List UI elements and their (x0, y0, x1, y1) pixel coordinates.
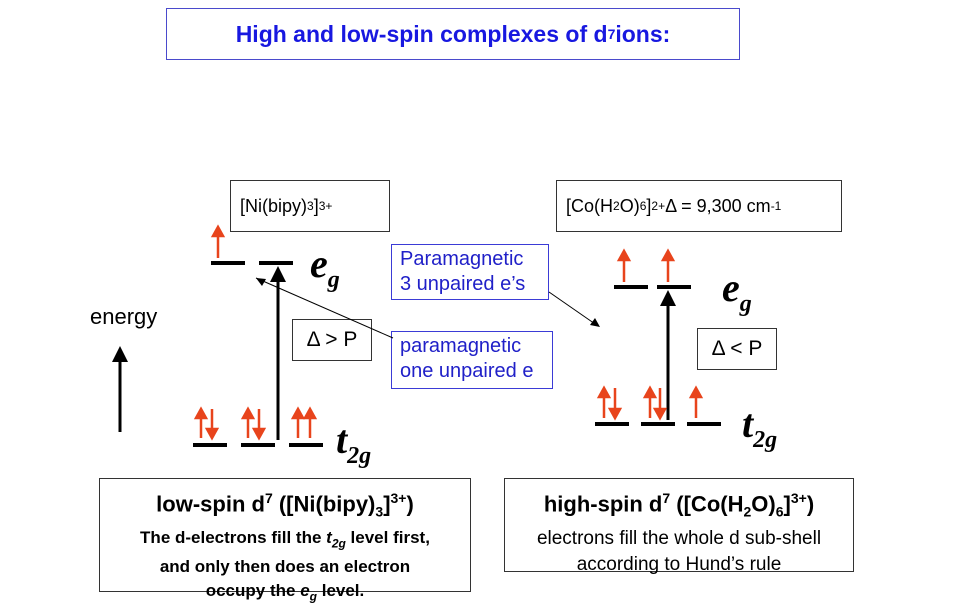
eg-label-right-main: e (722, 265, 740, 310)
right-complex-delta: Δ = 9,300 cm (665, 195, 771, 216)
low-spin-electrons (193, 224, 318, 441)
delta-high-box: Δ < P (697, 328, 777, 370)
low-head-sup2: 3+ (390, 490, 407, 506)
delta-low-text: Δ > P (306, 328, 358, 351)
left-complex-pre: [Ni(bipy) (240, 195, 308, 216)
pointer-high-spin (548, 291, 600, 327)
paramagnetic-low-line2: one unpaired e (400, 360, 534, 382)
high-head-post: ] (783, 491, 791, 517)
high-head-sup: 7 (662, 490, 671, 506)
low-spin-splitting-arrow (270, 266, 286, 440)
low-line3-post: level. (317, 581, 365, 601)
right-complex-sub2: 6 (639, 199, 647, 213)
t2g-label-left-main: t (336, 417, 348, 462)
low-line3-isub: g (309, 589, 317, 604)
title-sup: 7 (607, 26, 616, 42)
low-spin-summary-box: low-spin d7 ([Ni(bipy)3]3+) The d-electr… (99, 478, 471, 604)
eg-label-left-main: e (310, 241, 328, 286)
high-head-mid: ([Co(H (670, 491, 744, 517)
low-head-end: ) (406, 491, 414, 517)
high-head-mid2: O) (751, 491, 776, 517)
right-complex-sub1: 2 (613, 199, 620, 213)
paramagnetic-low-box: paramagnetic one unpaired e (391, 331, 553, 389)
t2g-label-left-sub: 2g (347, 443, 372, 469)
low-line1-isub: 2g (331, 536, 346, 551)
low-spin-summary-line2: and only then does an electron (159, 557, 411, 577)
left-complex-post: ] (313, 195, 319, 216)
electron-up-icon (210, 224, 226, 258)
paramagnetic-high-line2: 3 unpaired e’s (400, 273, 526, 295)
low-line1-post: level first, (345, 527, 430, 547)
paramagnetic-high-line1: Paramagnetic (400, 248, 524, 270)
right-complex-sup: 2+ (651, 199, 666, 213)
electron-up-icon (193, 406, 209, 438)
electron-up-icon (660, 248, 676, 282)
low-spin-summary-line1: The d-electrons fill the t2g level first… (100, 526, 470, 555)
left-complex-sup: 3+ (318, 199, 333, 213)
electron-up-icon (290, 406, 306, 438)
paramagnetic-high-box: Paramagnetic 3 unpaired e’s (391, 244, 549, 300)
high-spin-summary-heading: high-spin d7 ([Co(H2O)6]3+) (505, 485, 853, 526)
paramagnetic-low-line1: paramagnetic (400, 335, 522, 357)
right-complex-post: ] (646, 195, 652, 216)
high-head-sup2: 3+ (790, 490, 807, 506)
low-line3-pre: occupy the (205, 581, 301, 601)
energy-arrow (112, 346, 128, 432)
left-complex-sub: 3 (307, 199, 314, 213)
high-spin-summary-line2: according to Hund’s rule (576, 553, 782, 575)
high-spin-summary-box: high-spin d7 ([Co(H2O)6]3+) electrons fi… (504, 478, 854, 575)
low-spin-summary-heading: low-spin d7 ([Ni(bipy)3]3+) (100, 485, 470, 526)
low-head-pre: low-spin d (156, 491, 265, 517)
high-spin-summary-line1: electrons fill the whole d sub-shell (536, 527, 822, 549)
eg-label-left: eg (310, 240, 340, 293)
low-head-sup: 7 (264, 490, 273, 506)
low-spin-summary-line3: occupy the eg level. (100, 579, 470, 608)
low-line1-pre: The d-electrons fill the (140, 527, 327, 547)
high-head-sub1: 2 (743, 503, 752, 520)
high-spin-splitting-arrow (660, 290, 676, 420)
electron-up-icon (616, 248, 632, 282)
high-head-sub2: 6 (775, 503, 784, 520)
low-head-mid: ([Ni(bipy) (272, 491, 376, 517)
electron-up-icon (688, 385, 704, 418)
left-complex-box: [Ni(bipy)3]3+ (230, 180, 390, 232)
electron-up-icon (302, 406, 318, 438)
low-head-post: ] (383, 491, 391, 517)
low-line3-i: e (300, 581, 310, 601)
high-spin-electrons (596, 248, 704, 421)
electron-down-icon (251, 409, 267, 441)
electron-down-icon (204, 409, 220, 441)
right-complex-mid: O) (619, 195, 640, 216)
high-head-end: ) (806, 491, 815, 517)
low-line1-i: t (326, 527, 332, 547)
pointer-low-spin (255, 277, 394, 339)
electron-up-icon (596, 385, 612, 418)
right-complex-delta-sup: -1 (770, 199, 782, 213)
electron-down-icon (652, 388, 668, 421)
title-text: High and low-spin complexes of d (235, 20, 608, 47)
electron-down-icon (607, 388, 623, 421)
low-head-sub: 3 (375, 503, 384, 520)
eg-label-left-sub: g (327, 267, 340, 293)
right-complex-pre: [Co(H (566, 195, 614, 216)
delta-high-text: Δ < P (711, 337, 763, 360)
eg-label-right-sub: g (739, 291, 752, 317)
electron-up-icon (240, 406, 256, 438)
title-tail: ions: (615, 20, 671, 47)
electron-up-icon (642, 385, 658, 418)
high-head-pre: high-spin d (543, 491, 663, 517)
t2g-label-left: t2g (336, 416, 371, 469)
energy-label: energy (90, 304, 158, 329)
t2g-label-right: t2g (742, 400, 777, 453)
delta-low-box: Δ > P (292, 319, 372, 361)
t2g-label-right-main: t (742, 401, 754, 446)
eg-label-right: eg (722, 264, 752, 317)
t2g-label-right-sub: 2g (753, 427, 778, 453)
